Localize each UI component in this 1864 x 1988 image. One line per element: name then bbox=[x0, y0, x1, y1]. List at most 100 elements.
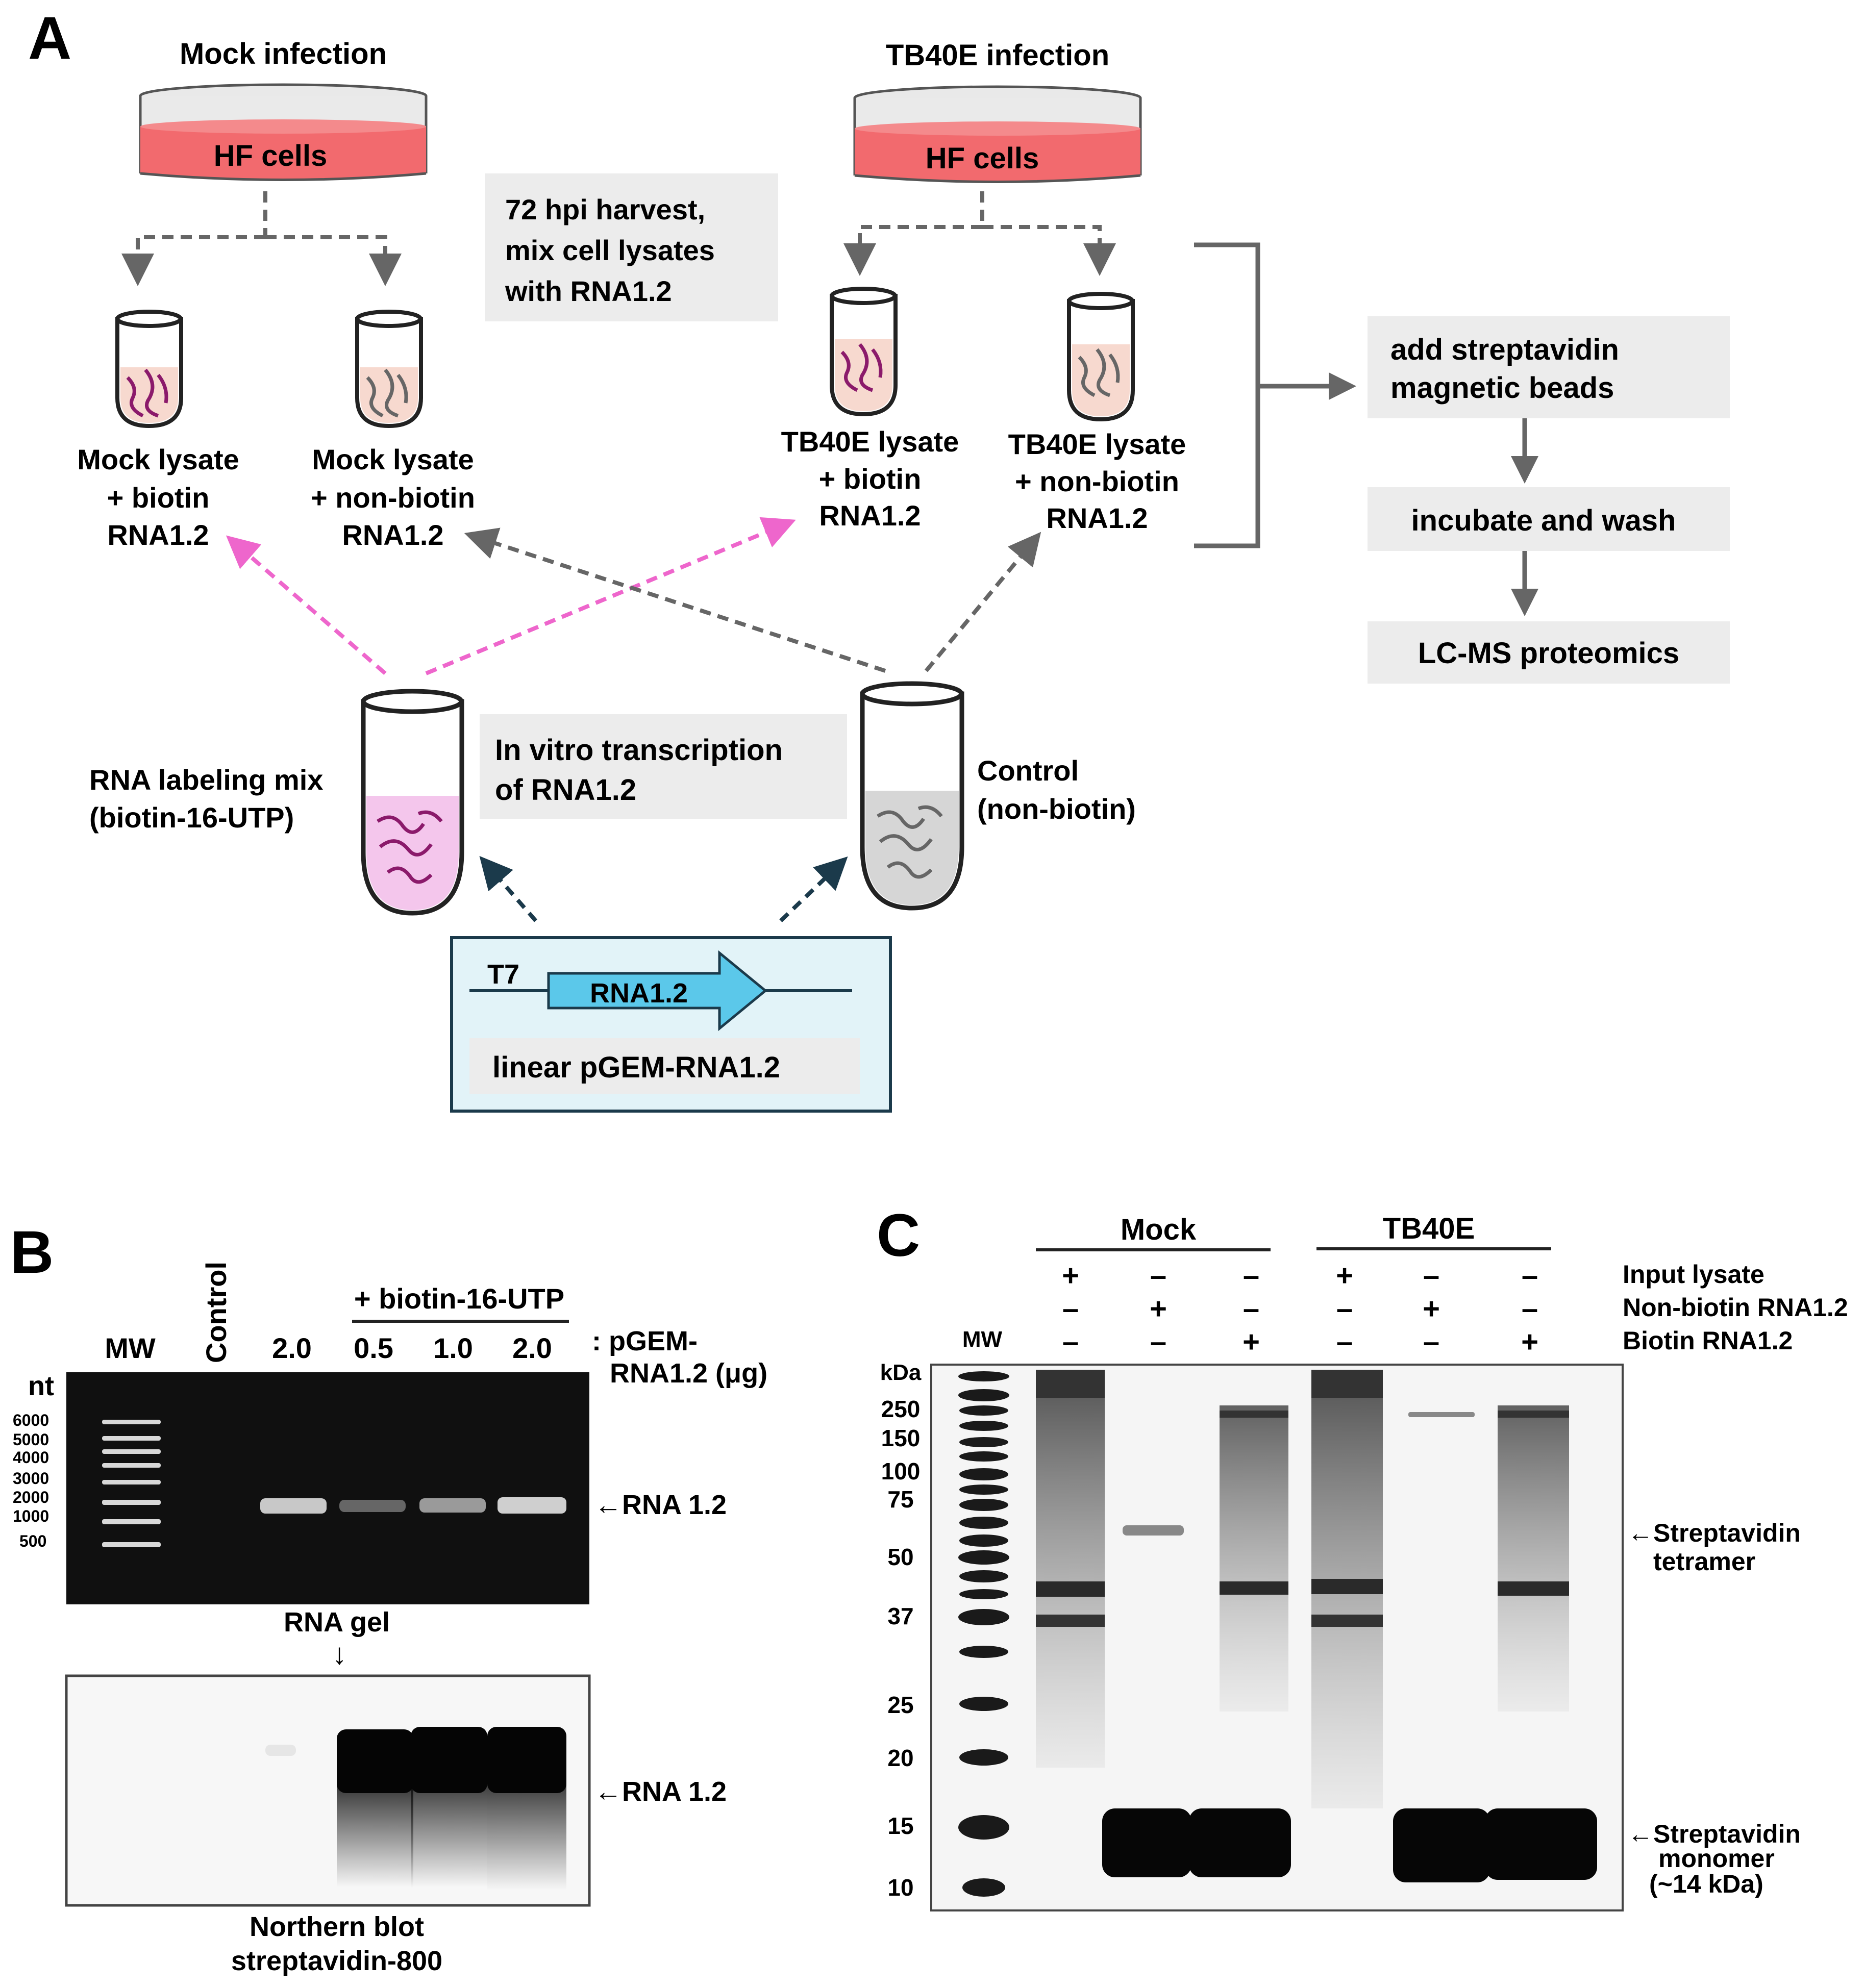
lane-label-control: Control bbox=[200, 1262, 232, 1363]
label-tb40e-biotin: TB40E lysate + biotin RNA1.2 bbox=[781, 425, 959, 532]
harvest-note-line-2: mix cell lysates bbox=[505, 234, 715, 266]
labeling-mix-line-1: RNA labeling mix bbox=[89, 764, 323, 796]
mock-dish: HF cells bbox=[139, 83, 428, 181]
gel-caption: RNA gel bbox=[284, 1607, 390, 1638]
sign-r1-l5: – bbox=[1423, 1259, 1439, 1292]
sign-r3-l2: – bbox=[1150, 1325, 1166, 1358]
sign-r1-l3: – bbox=[1243, 1259, 1259, 1292]
mock-dish-label: HF cells bbox=[214, 139, 327, 172]
sign-r2-l5: + bbox=[1423, 1292, 1440, 1325]
harvest-note: 72 hpi harvest, mix cell lysates with RN… bbox=[485, 173, 778, 321]
control-line-1: Control bbox=[977, 754, 1079, 787]
tube-tb40e-nonbiotin bbox=[1067, 292, 1135, 422]
label-mock-biotin-2: + biotin bbox=[107, 482, 210, 514]
tube-mock-biotin bbox=[115, 310, 183, 429]
marker-15: 15 bbox=[887, 1813, 913, 1839]
mw-label: MW bbox=[962, 1327, 1003, 1352]
rna-gel bbox=[66, 1372, 589, 1604]
ivt-note: In vitro transcription of RNA1.2 bbox=[480, 714, 847, 819]
labeling-mix-line-2: (biotin-16-UTP) bbox=[89, 801, 294, 834]
rna12-gene-label: RNA1.2 bbox=[590, 978, 688, 1009]
step-incubate: incubate and wash bbox=[1368, 487, 1730, 551]
blot-caption-line-1: Northern blot bbox=[250, 1911, 424, 1942]
marker-100: 100 bbox=[881, 1458, 921, 1484]
sign-r2-l6: – bbox=[1522, 1292, 1538, 1325]
blot-band-label: ←RNA 1.2 bbox=[594, 1776, 727, 1807]
labeling-mix-tube bbox=[361, 689, 464, 916]
gel-band-label: ←RNA 1.2 bbox=[594, 1490, 727, 1520]
label-tb40e-biotin-2: + biotin bbox=[819, 463, 922, 495]
marker-37: 37 bbox=[887, 1603, 913, 1629]
tb40e-infection-title: TB40E infection bbox=[886, 39, 1109, 72]
group-tb40e: TB40E bbox=[1383, 1212, 1475, 1245]
mock-biotin-smear bbox=[1220, 1405, 1288, 1712]
label-mock-biotin-3: RNA1.2 bbox=[107, 519, 209, 551]
ladder-3000: 3000 bbox=[13, 1469, 49, 1488]
tb40e-dish-label: HF cells bbox=[926, 142, 1039, 175]
label-tb40e-biotin-3: RNA1.2 bbox=[819, 499, 921, 532]
panel-a-letter: A bbox=[28, 5, 71, 72]
kda-markers: 250 150 100 75 50 37 25 20 15 10 bbox=[881, 1396, 921, 1901]
lane-label-2-0-b: 2.0 bbox=[512, 1332, 552, 1364]
marker-25: 25 bbox=[887, 1692, 913, 1718]
navy-arrows bbox=[479, 855, 848, 922]
ladder-500: 500 bbox=[19, 1532, 46, 1550]
sign-r3-l1: – bbox=[1062, 1325, 1079, 1358]
protein-gel bbox=[930, 1364, 1624, 1911]
panel-c: C Mock TB40E + – – + – – – + – – + – – –… bbox=[877, 1202, 1848, 1911]
step-beads-line-1: add streptavidin bbox=[1390, 333, 1619, 366]
tb40e-split-arrow bbox=[843, 191, 1116, 276]
monomer-band-mock-biotin bbox=[1189, 1808, 1291, 1877]
label-tb40e-nonbiotin: TB40E lysate + non-biotin RNA1.2 bbox=[1008, 428, 1186, 534]
kda-label: kDa bbox=[880, 1360, 922, 1385]
mock-input-smear bbox=[1036, 1370, 1105, 1768]
lane-label-mw: MW bbox=[105, 1332, 156, 1364]
sign-r2-l3: – bbox=[1243, 1292, 1259, 1325]
sign-row-1: + – – + – – bbox=[1062, 1259, 1538, 1292]
row-label-biotin: Biotin RNA1.2 bbox=[1623, 1326, 1793, 1355]
panel-a: A Mock infection TB40E infection HF cell… bbox=[28, 5, 1730, 1113]
ladder-6000: 6000 bbox=[13, 1411, 49, 1429]
label-mock-biotin: Mock lysate + biotin RNA1.2 bbox=[77, 443, 239, 551]
lysate-bracket bbox=[1194, 242, 1260, 548]
marker-75: 75 bbox=[887, 1486, 913, 1513]
tube-mock-nonbiotin bbox=[355, 310, 423, 429]
marker-150: 150 bbox=[881, 1425, 921, 1451]
label-tb40e-nonbiotin-1: TB40E lysate bbox=[1008, 428, 1186, 460]
monomer-band-tb40e-nonbiotin bbox=[1393, 1808, 1490, 1882]
lane-label-0-5: 0.5 bbox=[354, 1332, 393, 1364]
label-tb40e-biotin-1: TB40E lysate bbox=[781, 425, 959, 458]
marker-50: 50 bbox=[887, 1544, 913, 1570]
marker-250: 250 bbox=[881, 1396, 921, 1422]
plasmid-box: T7 RNA1.2 linear pGEM-RNA1.2 bbox=[450, 936, 892, 1113]
lane-label-1-0: 1.0 bbox=[433, 1332, 473, 1364]
ivt-note-line-1: In vitro transcription bbox=[495, 734, 783, 767]
label-mock-nonbiotin: Mock lysate + non-biotin RNA1.2 bbox=[311, 443, 475, 551]
sign-r1-l4: + bbox=[1336, 1259, 1353, 1292]
control-line-2: (non-biotin) bbox=[977, 793, 1136, 825]
tetramer-label-line-2: tetramer bbox=[1653, 1547, 1755, 1576]
panel-b-letter: B bbox=[10, 1219, 54, 1286]
sign-r2-l2: + bbox=[1150, 1292, 1167, 1325]
step-lcms: LC-MS proteomics bbox=[1368, 621, 1730, 684]
pink-arrows bbox=[226, 517, 796, 675]
monomer-band-tb40e-biotin bbox=[1485, 1808, 1597, 1880]
gray-arrows bbox=[464, 527, 1041, 673]
ladder-1000: 1000 bbox=[13, 1507, 49, 1525]
plasmid-label: linear pGEM-RNA1.2 bbox=[492, 1051, 780, 1084]
sign-row-2: – + – – + – bbox=[1062, 1292, 1538, 1325]
label-tb40e-nonbiotin-2: + non-biotin bbox=[1015, 465, 1179, 497]
mock-infection-title: Mock infection bbox=[180, 37, 387, 70]
harvest-note-line-1: 72 hpi harvest, bbox=[505, 193, 705, 225]
tube-tb40e-biotin bbox=[830, 287, 898, 417]
monomer-label-line-3: (~14 kDa) bbox=[1649, 1870, 1763, 1898]
marker-20: 20 bbox=[887, 1745, 913, 1771]
step-incubate-text: incubate and wash bbox=[1411, 504, 1676, 537]
label-mock-nonbiotin-3: RNA1.2 bbox=[342, 519, 443, 551]
sign-r1-l2: – bbox=[1150, 1259, 1166, 1292]
ladder-2000: 2000 bbox=[13, 1488, 49, 1506]
sign-r2-l4: – bbox=[1336, 1292, 1353, 1325]
monomer-band-mock-nonbiotin bbox=[1102, 1808, 1191, 1877]
ladder-labels: 6000 5000 4000 3000 2000 1000 500 bbox=[13, 1411, 49, 1550]
